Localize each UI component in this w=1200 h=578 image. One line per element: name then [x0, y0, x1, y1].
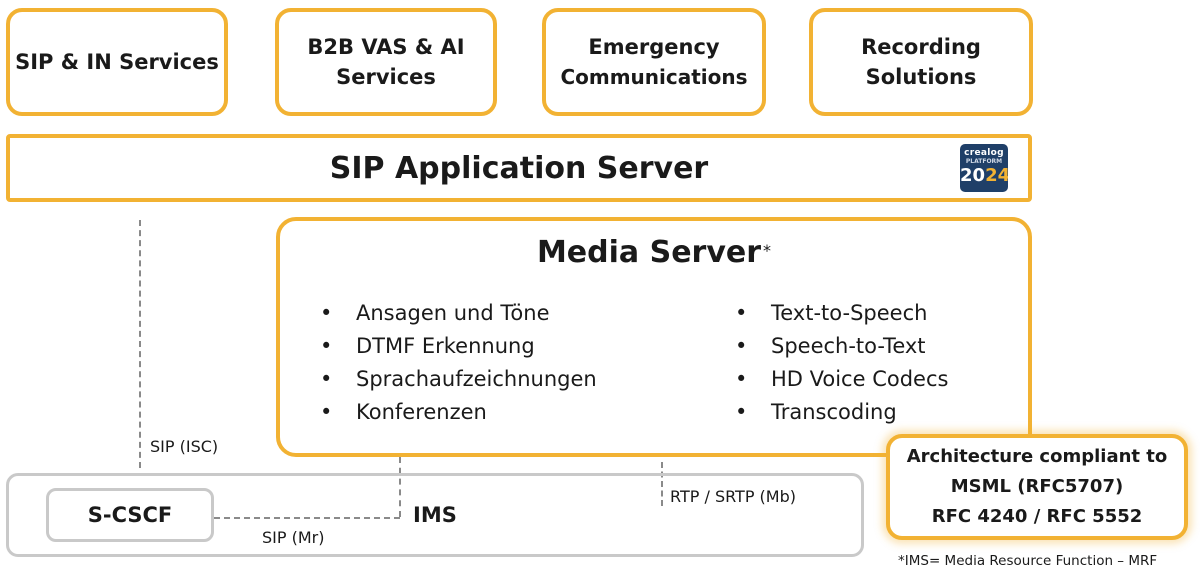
service-box-b2b-vas-ai: B2B VAS & AI Services: [275, 8, 497, 116]
service-box-recording: Recording Solutions: [809, 8, 1033, 116]
compliance-line: RFC 4240 / RFC 5552: [931, 506, 1143, 527]
media-server-title: Media Server*: [280, 235, 1028, 270]
logo-year-main: 20: [960, 165, 986, 186]
logo-year-accent: 24: [985, 165, 1008, 186]
feature-list-right: Text-to-Speech Speech-to-Text HD Voice C…: [735, 297, 948, 429]
rtp-connector: [661, 462, 663, 506]
sip-isc-label: SIP (ISC): [150, 437, 219, 456]
list-item: DTMF Erkennung: [320, 330, 597, 363]
footnote: *IMS= Media Resource Function – MRF: [898, 553, 1158, 569]
list-item: Text-to-Speech: [735, 297, 948, 330]
service-label: SIP & IN Services: [15, 49, 219, 74]
list-item: Ansagen und Töne: [320, 297, 597, 330]
compliance-line: Architecture compliant to: [906, 446, 1168, 467]
service-label: Recording: [861, 34, 981, 59]
service-label: Services: [336, 65, 436, 89]
sip-application-server: SIP Application Server crealog PLATFORM …: [6, 134, 1032, 202]
app-server-title: SIP Application Server: [329, 150, 709, 186]
service-label: Emergency: [588, 35, 720, 60]
media-ims-connector: [399, 457, 401, 517]
list-item: Konferenzen: [320, 396, 597, 429]
logo-brand: crealog: [964, 148, 1004, 158]
media-server-asterisk: *: [763, 241, 772, 260]
list-item: Sprachaufzeichnungen: [320, 363, 597, 396]
crealog-platform-logo: crealog PLATFORM 2024: [960, 144, 1008, 192]
architecture-compliance-box: Architecture compliant to MSML (RFC5707)…: [886, 434, 1188, 540]
media-server-title-text: Media Server: [536, 235, 762, 270]
sip-mr-connector: [214, 517, 400, 519]
media-server-box: Media Server* Ansagen und Töne DTMF Erke…: [276, 217, 1032, 457]
logo-sub: PLATFORM: [965, 158, 1003, 165]
feature-list-left: Ansagen und Töne DTMF Erkennung Sprachau…: [320, 297, 597, 429]
sip-mr-label: SIP (Mr): [262, 528, 325, 547]
service-label: Communications: [560, 64, 748, 89]
list-item: HD Voice Codecs: [735, 363, 948, 396]
s-cscf-box: S-CSCF: [46, 488, 214, 542]
compliance-line: MSML (RFC5707): [950, 476, 1124, 497]
list-item: Speech-to-Text: [735, 330, 948, 363]
service-box-sip-in: SIP & IN Services: [6, 8, 228, 116]
service-label: B2B VAS & AI: [307, 34, 465, 59]
ims-box: [6, 473, 864, 557]
logo-year: 2024: [960, 166, 1008, 186]
ims-label: IMS: [413, 503, 457, 527]
service-box-emergency: Emergency Communications: [542, 8, 766, 116]
sip-isc-connector: [139, 220, 141, 468]
rtp-label: RTP / SRTP (Mb): [670, 487, 796, 506]
list-item: Transcoding: [735, 396, 948, 429]
service-label: Solutions: [865, 65, 977, 89]
s-cscf-label: S-CSCF: [87, 503, 173, 527]
